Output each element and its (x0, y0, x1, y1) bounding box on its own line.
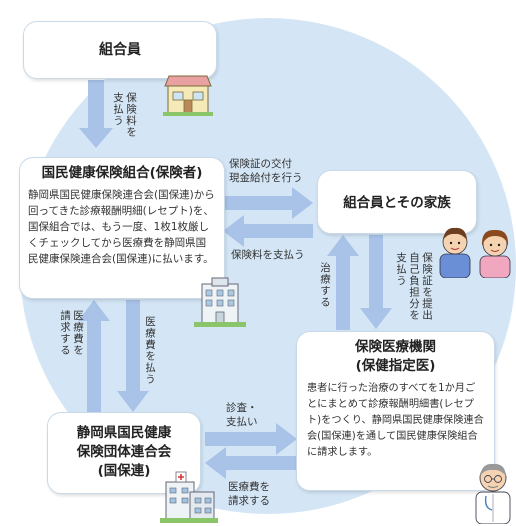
arrow-union-to-family (223, 187, 313, 219)
family-box: 組合員とその家族 (317, 170, 477, 234)
family-icon (439, 227, 511, 278)
label-pay-premium-top: 保険料を 支払う (112, 92, 137, 138)
family-title: 組合員とその家族 (343, 195, 451, 211)
label-claim-bottom: 医療費を 請求する (228, 481, 270, 507)
member-title: 組合員 (99, 42, 141, 58)
arrow-member-to-union (79, 80, 113, 148)
medical-title-line1: 保険医療機関 (355, 339, 436, 355)
medical-title-line2: (保健指定医) (355, 358, 436, 374)
federation-title-line2: 保険団体連合会 (76, 444, 172, 460)
federation-title-line3: (国保連) (97, 463, 151, 479)
medical-body: 患者に行った治療のすべてを1か月ごとにまとめて診療報酬明細書(レセプト)をつくり… (307, 383, 484, 458)
federation-title-line1: 静岡県国民健康 (76, 425, 172, 441)
medical-box: 保険医療機関 (保健指定医) 患者に行った治療のすべてを1か月ごとにまとめて診療… (296, 331, 495, 491)
union-title: 国民健康保険組合(保険者) (41, 165, 203, 181)
hospital-icon (160, 471, 218, 523)
label-review-pay: 診査・ 支払い (226, 402, 258, 428)
label-pay-medical-fee: 医療費を払う (144, 316, 156, 385)
arrow-family-to-medical (360, 235, 392, 329)
arrow-federation-to-medical (205, 423, 297, 455)
federation-box: 静岡県国民健康 保険団体連合会 (国保連) (47, 412, 201, 494)
arrow-family-to-union (223, 215, 313, 247)
label-pay-premium-mid: 保険料を支払う (231, 249, 305, 261)
arrow-medical-to-federation (205, 447, 297, 479)
union-body: 静岡県国民健康保険連合会(国保連)から回ってきた診療報酬明細(レセプト)を、国保… (28, 189, 215, 265)
arrow-federation-to-union (78, 300, 110, 412)
shop-icon (163, 75, 213, 116)
label-treatment: 治療する (319, 262, 331, 308)
label-insurance-card: 保険証の交付 現金給付を行う (229, 158, 303, 184)
label-show-card: 保険証を提出 自己負担分を 支払う (395, 252, 433, 321)
union-box: 国民健康保険組合(保険者) 静岡県国民健康保険連合会(国保連)から回ってきた診療… (19, 157, 225, 299)
arrow-union-to-federation (117, 300, 149, 412)
union-building-icon (194, 277, 246, 327)
doctor-icon (475, 463, 511, 524)
arrow-medical-to-family (327, 235, 359, 330)
member-box: 組合員 (23, 21, 217, 79)
label-claim-medical-fee: 医療費を 請求する (59, 310, 84, 356)
